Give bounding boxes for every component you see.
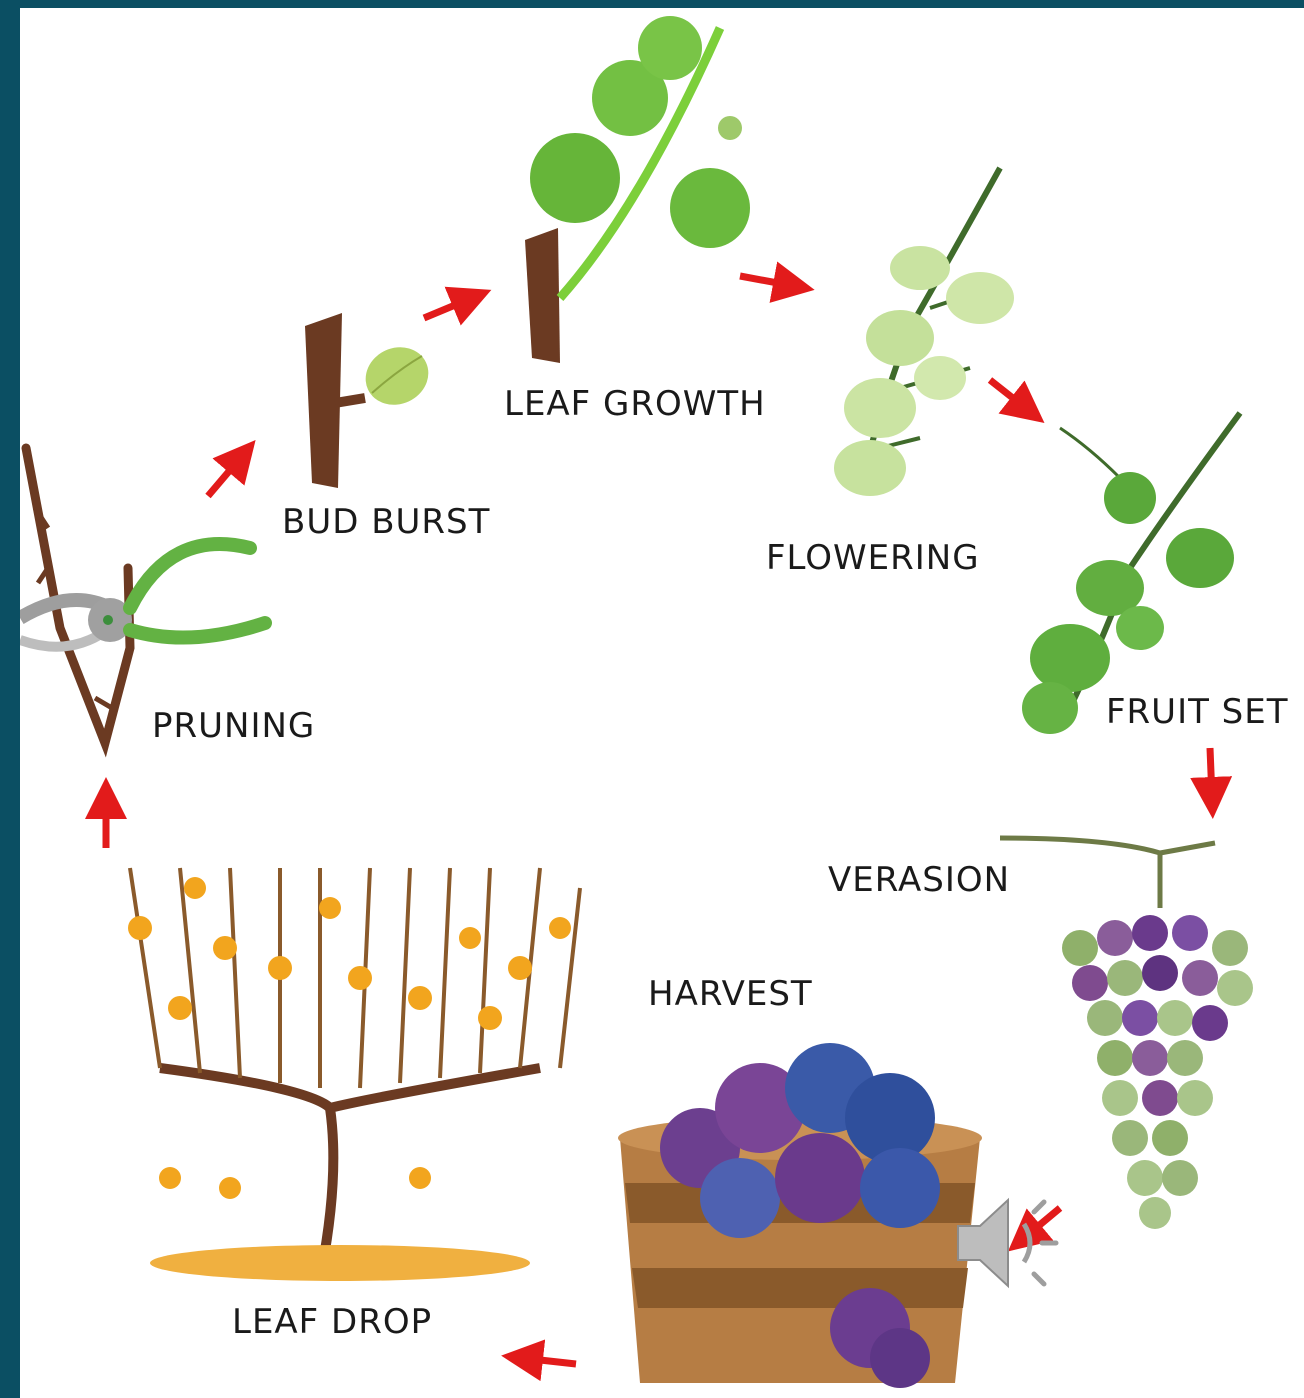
speaker-icon[interactable] — [950, 1188, 1070, 1298]
label-leaf-drop: LEAF DROP — [232, 1302, 432, 1342]
label-fruit-set: FRUIT SET — [1106, 692, 1289, 732]
verasion-illustration — [1000, 838, 1253, 1229]
arrow-pruning-to-bud-burst — [208, 456, 242, 496]
label-pruning: PRUNING — [152, 706, 315, 746]
arrow-leaf-growth-to-flowering — [740, 276, 794, 286]
cycle-diagram: PRUNING BUD BURST LEAF GROWTH FLOWERING … — [20, 8, 1304, 1398]
arrow-bud-burst-to-leaf-growth — [424, 298, 472, 318]
harvest-illustration — [618, 1043, 982, 1388]
label-harvest: HARVEST — [648, 974, 813, 1014]
bud-burst-illustration — [305, 313, 438, 488]
flowering-illustration — [834, 168, 1014, 496]
pruning-illustration — [20, 448, 265, 743]
label-verasion: VERASION — [828, 860, 1010, 900]
label-leaf-growth: LEAF GROWTH — [504, 384, 766, 424]
leaf-growth-illustration — [525, 16, 750, 363]
leaf-drop-illustration — [128, 868, 580, 1281]
arrow-flowering-to-fruit-set — [990, 380, 1028, 410]
label-flowering: FLOWERING — [766, 538, 980, 578]
fruit-set-illustration — [1022, 413, 1240, 734]
label-bud-burst: BUD BURST — [282, 502, 490, 542]
arrow-harvest-to-leaf-drop — [522, 1358, 576, 1364]
arrow-fruit-set-to-verasion — [1210, 748, 1212, 798]
